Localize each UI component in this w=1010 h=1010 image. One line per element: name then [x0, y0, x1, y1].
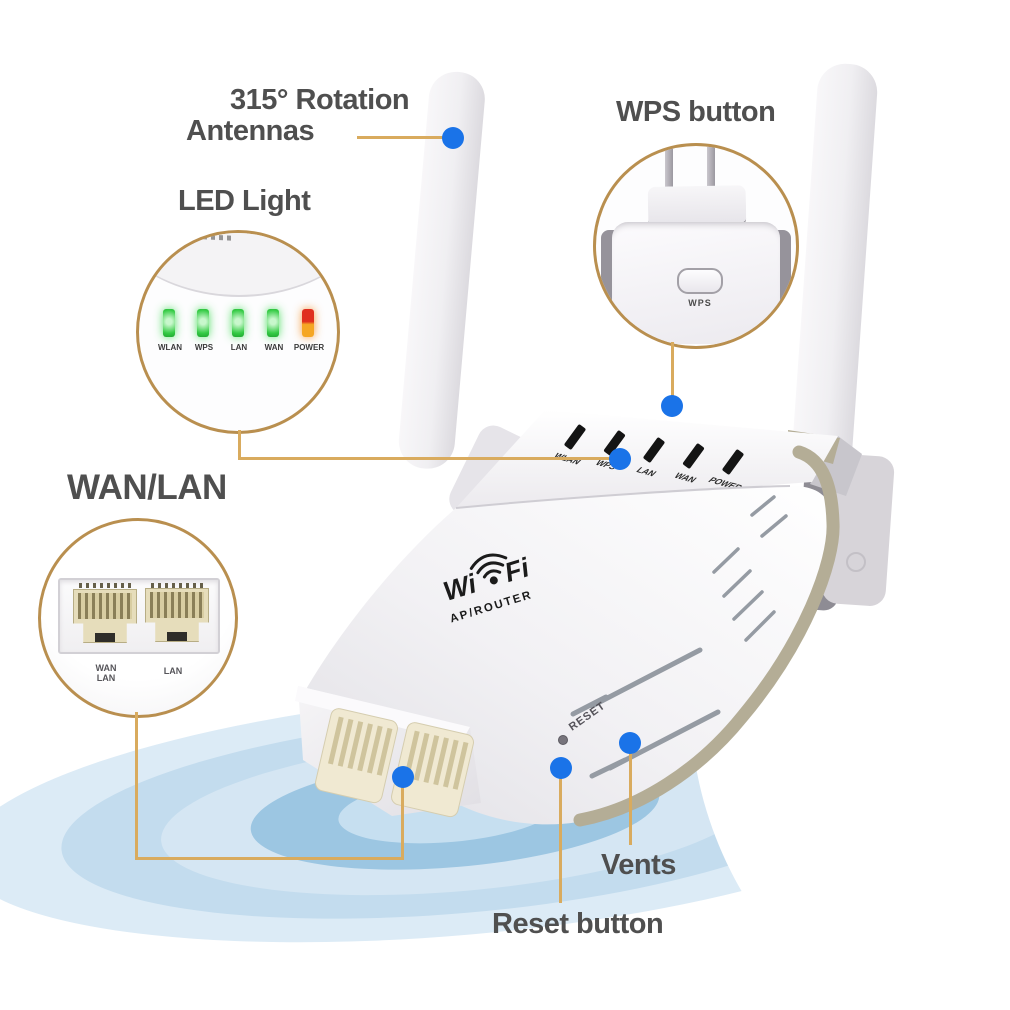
callout-line-led-v — [238, 430, 241, 460]
callout-dot-led — [609, 448, 631, 470]
wps-button-label: WPS — [688, 298, 712, 308]
svg-text:LAN: LAN — [634, 466, 658, 478]
device-rim — [573, 445, 840, 827]
callout-line-wanlan-v2 — [401, 777, 404, 860]
callout-dot-wps — [661, 395, 683, 417]
callout-line-reset — [559, 768, 562, 903]
led-power — [302, 309, 314, 337]
ports-inset-circle: WAN LAN LAN — [38, 518, 238, 718]
callout-line-wanlan-v1 — [135, 712, 138, 860]
device-port-lan — [391, 722, 474, 818]
callout-dot-reset — [550, 757, 572, 779]
callout-line-antennas — [357, 136, 453, 139]
led-label-wlan: WLAN — [158, 343, 182, 352]
callout-line-wps — [671, 342, 674, 406]
top-led-slots — [564, 424, 744, 475]
plug-prong — [665, 146, 673, 192]
device-port-block — [295, 686, 481, 818]
label-wan-lan: WAN/LAN — [67, 468, 227, 507]
callout-dot-vents — [619, 732, 641, 754]
label-reset-button: Reset button — [492, 908, 664, 940]
led-wlan — [163, 309, 175, 337]
port-label-wan-lan: WAN LAN — [95, 663, 117, 683]
rj45-port-lan — [145, 588, 209, 642]
callout-dot-wanlan — [392, 766, 414, 788]
vents — [570, 495, 788, 779]
wps-button — [677, 268, 723, 294]
led-label-wan: WAN — [264, 343, 284, 352]
wifi-icon — [469, 553, 508, 585]
callout-line-vents — [629, 743, 632, 845]
callout-dot-antennas — [442, 127, 464, 149]
device-port-wan — [315, 708, 398, 804]
reset-hole — [558, 735, 568, 745]
callout-line-led-h — [238, 457, 620, 460]
port-label-lan: LAN — [163, 666, 183, 676]
label-wps-button: WPS button — [616, 96, 776, 128]
led-lan — [232, 309, 244, 337]
label-vents: Vents — [601, 849, 676, 881]
wps-inset-circle: WPS — [593, 143, 799, 349]
led-label-lan: LAN — [230, 343, 248, 352]
led-label-power: POWER — [293, 343, 325, 352]
led-wan — [267, 309, 279, 337]
rj45-port-wan — [73, 589, 137, 643]
device-edge-curve — [139, 233, 337, 297]
callout-line-wanlan-h — [135, 857, 404, 860]
plug-prong — [707, 146, 715, 192]
led-inset-circle: WLAN WPS LAN WAN POWER — [136, 230, 340, 434]
led-wps — [197, 309, 209, 337]
label-antennas: 315° Rotation Antennas — [186, 84, 410, 147]
led-label-wps: WPS — [194, 343, 214, 352]
repeater-body: WLAN WPS LAN WAN POWER — [295, 410, 862, 827]
label-led-light: LED Light — [178, 185, 311, 217]
